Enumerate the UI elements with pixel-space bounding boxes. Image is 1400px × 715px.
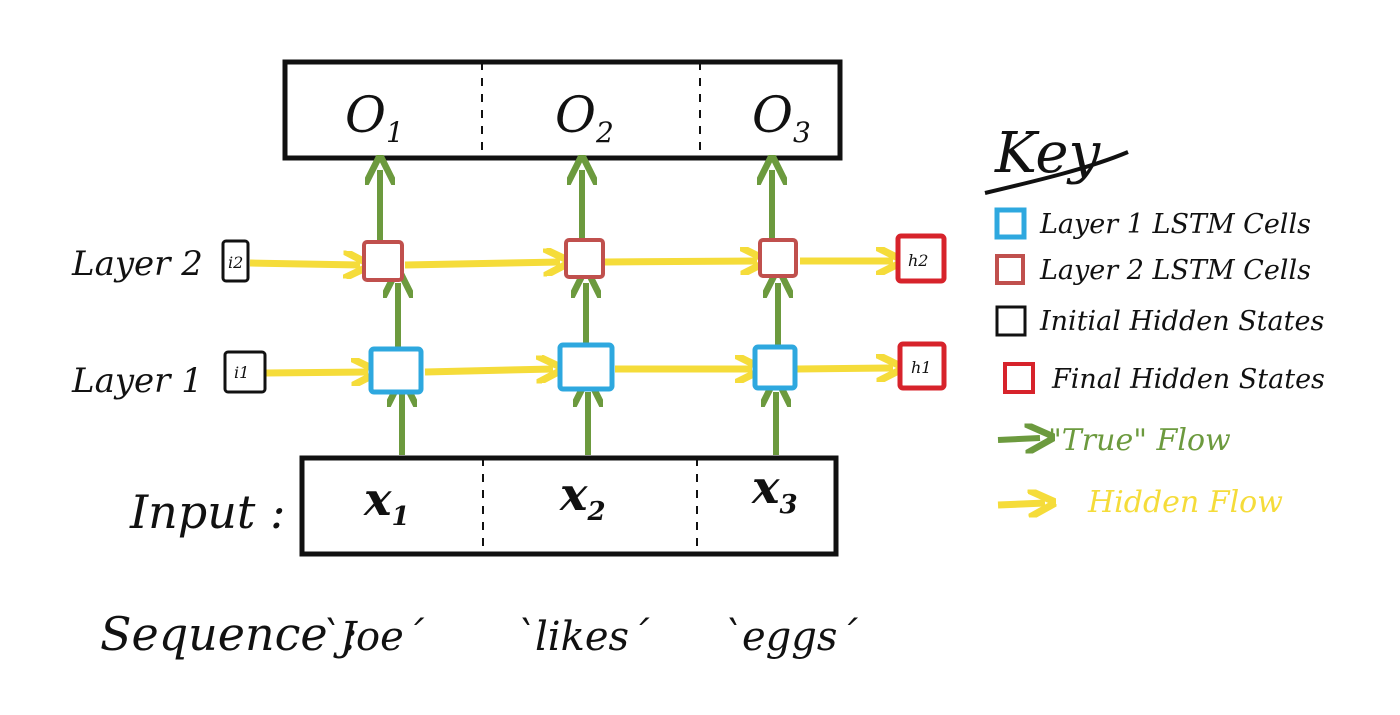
initial-state-label: i2 <box>228 253 243 272</box>
input-bar-frame <box>299 455 839 557</box>
final-state-layer-1: h1 <box>897 341 947 391</box>
input-label-1: x1 <box>363 472 410 532</box>
key-swatch-layer-1 <box>994 207 1027 240</box>
final-state-label: h2 <box>908 251 928 270</box>
hidden-flow-arrow <box>604 261 757 262</box>
key-hidden-flow-arrow <box>997 503 1045 505</box>
sequence-word: `likes´ <box>515 614 650 660</box>
hidden-flow-arrow <box>404 262 560 265</box>
true-flow-arrows <box>380 170 778 455</box>
layer-2-cell <box>564 238 605 279</box>
key-title: Key <box>994 121 1101 186</box>
key-swatch-final <box>1003 362 1035 394</box>
layer-2-label: Layer 2 <box>71 244 203 284</box>
key-text: Hidden Flow <box>1087 485 1283 520</box>
key-text: Layer 1 LSTM Cells <box>1039 209 1311 240</box>
output-bar: O1 O2 O3 <box>282 59 843 161</box>
sequence-caption: Sequence : <box>100 607 358 661</box>
layer-1-cell <box>368 346 424 395</box>
key-text: Final Hidden States <box>1051 364 1325 395</box>
final-state-label: h1 <box>911 358 931 377</box>
layer-1-label: Layer 1 <box>71 361 203 401</box>
key-text: "True" Flow <box>1048 423 1231 458</box>
initial-state-layer-2: i2 <box>221 239 250 283</box>
initial-state-layer-1: i1 <box>223 350 267 394</box>
layer-1-cell <box>752 344 798 391</box>
layer-2-cell <box>758 238 798 278</box>
input-bar: x1 x2 x3 <box>299 455 839 557</box>
initial-state-box <box>221 239 250 283</box>
hidden-flow-arrow <box>249 263 360 265</box>
output-bar-frame <box>282 59 843 161</box>
key-true-flow-arrow <box>997 438 1040 440</box>
initial-state-label: i1 <box>234 363 249 382</box>
final-state-box <box>895 233 947 284</box>
input-label-2: x2 <box>559 467 606 527</box>
input-caption: Input : <box>129 485 285 539</box>
final-state-layer-2: h2 <box>895 233 947 284</box>
hidden-flow-arrows <box>249 261 893 373</box>
key-text: Initial Hidden States <box>1039 306 1324 337</box>
sequence-word: `Joe´ <box>320 614 425 660</box>
input-label-3: x3 <box>751 460 798 520</box>
layer-2-cell <box>362 240 404 282</box>
key-swatch-initial <box>995 305 1027 337</box>
output-label-1: O1 <box>345 86 404 149</box>
output-label-3: O3 <box>752 86 811 149</box>
hidden-flow-arrow <box>424 369 553 372</box>
key-text: Layer 2 LSTM Cells <box>1039 255 1311 286</box>
hidden-flow-arrow <box>796 368 893 369</box>
layer-1-cell <box>557 342 615 392</box>
hidden-flow-arrow <box>264 372 368 373</box>
final-state-box <box>897 341 947 391</box>
key-underline <box>984 150 1129 195</box>
sequence-word: `eggs´ <box>722 614 858 660</box>
output-label-2: O2 <box>555 86 614 149</box>
key-swatch-layer-2 <box>995 254 1025 285</box>
initial-state-box <box>223 350 267 394</box>
key-legend: Key Layer 1 LSTM Cells Layer 2 LSTM Cell… <box>984 121 1325 520</box>
